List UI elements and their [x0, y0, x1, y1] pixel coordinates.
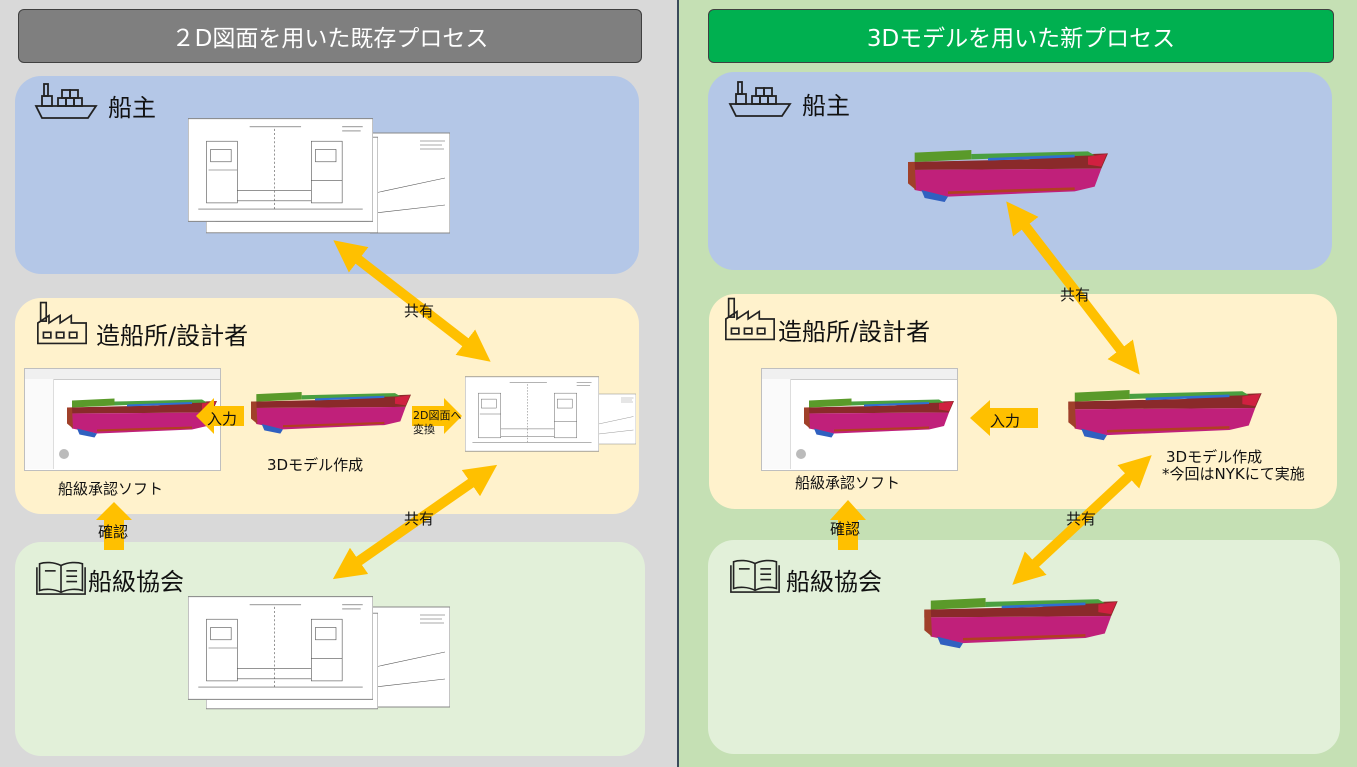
right-confirm-arrow	[830, 500, 866, 550]
right-title: 3Dモデルを用いた新プロセス	[708, 9, 1334, 63]
right-share-label-top: 共有	[1060, 286, 1091, 304]
left-share-arrow-bottom	[332, 464, 498, 580]
right-share-label-bottom: 共有	[1066, 510, 1097, 528]
left-yard-label: 造船所/設計者	[96, 322, 249, 350]
left-convert-label-line1: 2D図面へ	[413, 409, 462, 422]
right-yard-label: 造船所/設計者	[778, 318, 931, 346]
right-software-screenshot	[761, 368, 958, 471]
right-model-note: *今回はNYKにて実施	[1162, 465, 1305, 483]
left-software-screenshot	[24, 368, 221, 471]
left-share-label-top: 共有	[404, 302, 435, 320]
left-share-label-bottom: 共有	[404, 510, 435, 528]
right-share-arrow-top	[1006, 201, 1140, 375]
left-confirm-label: 確認	[98, 523, 129, 541]
right-model-label: 3Dモデル作成	[1166, 448, 1263, 466]
left-class-label: 船級協会	[88, 568, 184, 596]
right-class-label: 船級協会	[786, 568, 882, 596]
left-share-arrow-top	[333, 240, 491, 362]
left-convert-arrow	[412, 398, 462, 434]
right-input-label: 入力	[990, 412, 1021, 430]
left-title: ２D図面を用いた既存プロセス	[18, 9, 642, 63]
left-confirm-arrow	[96, 502, 132, 550]
left-owner-label: 船主	[108, 94, 156, 122]
panel-divider	[677, 0, 679, 767]
right-input-arrow	[970, 400, 1038, 436]
right-owner-label: 船主	[802, 92, 850, 120]
right-software-label: 船級承認ソフト	[795, 474, 901, 492]
left-input-arrow	[196, 398, 244, 434]
right-confirm-label: 確認	[830, 520, 861, 538]
left-input-label: 入力	[207, 410, 238, 428]
right-share-arrow-bottom	[1012, 455, 1152, 585]
left-software-label: 船級承認ソフト	[58, 480, 164, 498]
left-convert-label-line2: 変換	[413, 423, 435, 436]
